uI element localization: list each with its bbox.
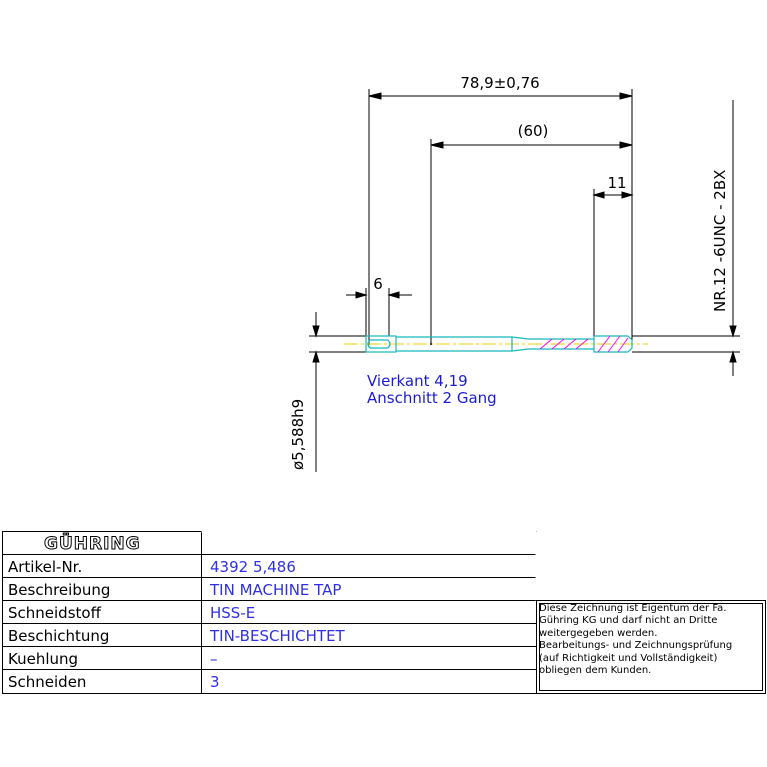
row-value: TIN-BESCHICHTET	[209, 627, 346, 645]
title-block-rows: Artikel-Nr. 4392 5,486 Beschreibung TIN …	[8, 558, 346, 691]
row-value: –	[210, 650, 218, 668]
row-label: Artikel-Nr.	[8, 558, 82, 576]
thread-designation-label: NR.12 -6UNC - 2BX	[711, 170, 729, 312]
row-label: Schneidstoff	[8, 604, 102, 622]
dimension-overall-length	[368, 89, 633, 345]
row-label: Kuehlung	[8, 650, 78, 668]
dimension-thread-size	[632, 100, 740, 376]
row-label: Beschichtung	[8, 627, 109, 645]
disclaimer-line: weitergegeben werden.	[539, 627, 658, 639]
row-label: Schneiden	[8, 673, 86, 691]
disclaimer-line: Diese Zeichnung ist Eigentum der Fa.	[539, 603, 727, 614]
dimension-square-label: 6	[373, 275, 383, 293]
disclaimer-line: obliegen dem Kunden.	[539, 665, 652, 677]
disclaimer-line: Bearbeitungs- und Zeichnungsprüfung	[539, 640, 733, 652]
note-chamfer: Anschnitt 2 Gang	[367, 389, 497, 407]
row-value: 3	[210, 673, 220, 691]
disclaimer-line: (auf Richtigkeit und Vollständigkeit)	[539, 652, 718, 664]
dimension-diameter-label: ø5,588h9	[289, 399, 307, 470]
note-square: Vierkant 4,19	[367, 372, 468, 390]
dimension-diameter	[309, 312, 369, 472]
ownership-disclaimer: Diese Zeichnung ist Eigentum der Fa. Güh…	[539, 603, 761, 677]
row-label: Beschreibung	[8, 581, 110, 599]
row-value: TIN MACHINE TAP	[209, 581, 341, 599]
dimension-shank-length	[430, 139, 633, 345]
dimension-thread-label: 11	[607, 174, 626, 192]
dimension-shank-label: (60)	[518, 122, 549, 140]
row-value: 4392 5,486	[210, 558, 296, 576]
title-block	[2, 530, 766, 694]
dimension-thread-length	[592, 189, 634, 345]
dimension-overall-label: 78,9±0,76	[460, 74, 539, 92]
guehring-logo: GÜHRING	[44, 532, 141, 554]
dimension-square-length	[346, 288, 412, 336]
row-value: HSS-E	[210, 604, 255, 622]
disclaimer-line: Gühring KG und darf nicht an Dritte	[539, 615, 718, 627]
tap-part	[344, 335, 648, 353]
